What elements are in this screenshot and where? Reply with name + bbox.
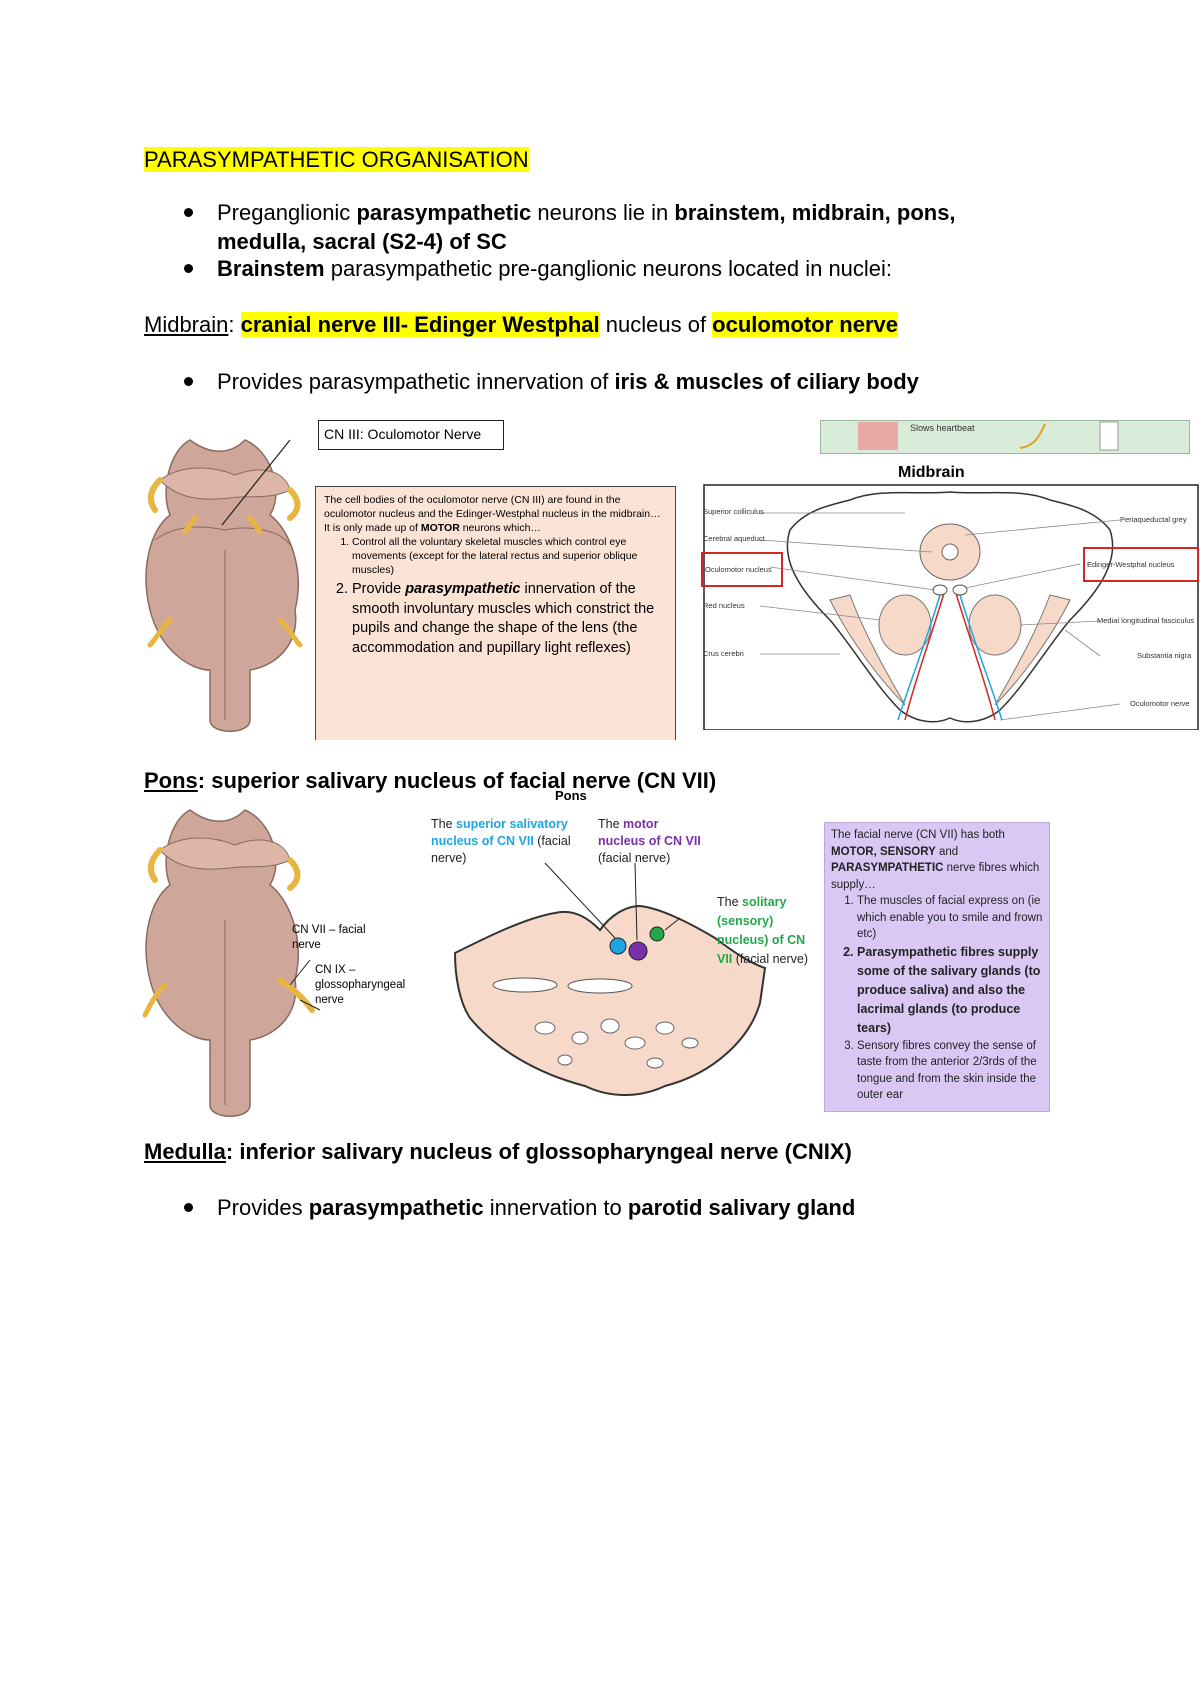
bullet-item: Provides parasympathetic innervation to … [217,1195,856,1220]
figure-oculomotor-nerve: CN III: Oculomotor Nerve The cell bodies… [140,420,680,740]
cn3-callout-label: CN III: Oculomotor Nerve [318,420,504,450]
midbrain-heading: Midbrain: cranial nerve III- Edinger Wes… [144,312,898,337]
label-cerebral-aqueduct: Cerebral aqueduct [703,534,765,543]
label-red-nucleus: Red nucleus [703,601,745,610]
label-crus-cerebri: Crus cerebri [703,649,744,658]
label-superior-salivatory-nucleus: The superior salivatory nucleus of CN VI… [431,817,571,865]
brainstem-illustration [145,439,303,732]
cn3-description-box: The cell bodies of the oculomotor nerve … [315,486,676,740]
bullet-item: Brainstem parasympathetic pre-ganglionic… [217,256,893,281]
midbrain-diagram-title: Midbrain [898,464,965,481]
label-cn9-glossopharyngeal: CN IX – glossopharyngeal nerve [315,964,406,1006]
label-periaqueductal-grey: Periaqueductal grey [1120,515,1187,524]
medulla-heading: Medulla: inferior salivary nucleus of gl… [144,1139,852,1164]
label-substantia-nigra: Substantia nigra [1137,651,1192,660]
heart-icon [858,422,898,450]
motor-nucleus-dot [628,941,648,961]
label-edinger-westphal: Edinger-Westphal nucleus [1087,560,1175,569]
figure-pons-section: Pons The superior salivatory nucleus of … [425,788,820,1118]
page-heading: PARASYMPATHETIC ORGANISATION [144,147,529,172]
bullet-item: Preganglionic parasympathetic neurons li… [217,200,956,225]
solitary-nucleus-dot [649,926,665,942]
bullet-item-continued: medulla, sacral (S2-4) of SC [217,229,507,254]
figure-midbrain-section: Slows heartbeat Midbrain Superior collic… [700,420,1200,730]
label-mlf: Medial longitudinal fasciculus [1097,616,1195,625]
label-cn7-facial-nerve: CN VII – facial nerve [292,924,366,951]
label-superior-colliculus: Superior colliculus [703,507,764,516]
label-oculomotor-nucleus: Oculomotor nucleus [705,565,772,574]
bullet-dot [184,264,193,273]
bullet-dot [184,1203,193,1212]
bullet-dot [184,208,193,217]
pons-heading: Pons: superior salivary nucleus of facia… [144,768,717,793]
label-motor-nucleus: The motor nucleus of CN VII (facial nerv… [598,817,701,865]
label-solitary-nucleus: The solitary (sensory) nucleus) of CN VI… [717,895,809,966]
oculomotor-nucleus-highlight [701,552,783,587]
superior-salivatory-nucleus-dot [609,937,627,955]
bullet-dot [184,377,193,386]
figure-brainstem-cn7-cn9: CN VII – facial nerve CN IX – glossophar… [140,795,420,1125]
facial-nerve-info-box: The facial nerve (CN VII) has both MOTOR… [824,822,1050,1112]
label-oculomotor-nerve: Oculomotor nerve [1130,699,1190,708]
bullet-item: Provides parasympathetic innervation of … [217,369,919,394]
edinger-westphal-highlight [1083,547,1199,582]
strip-caption: Slows heartbeat [910,423,975,433]
pons-diagram-title: Pons [555,788,587,803]
